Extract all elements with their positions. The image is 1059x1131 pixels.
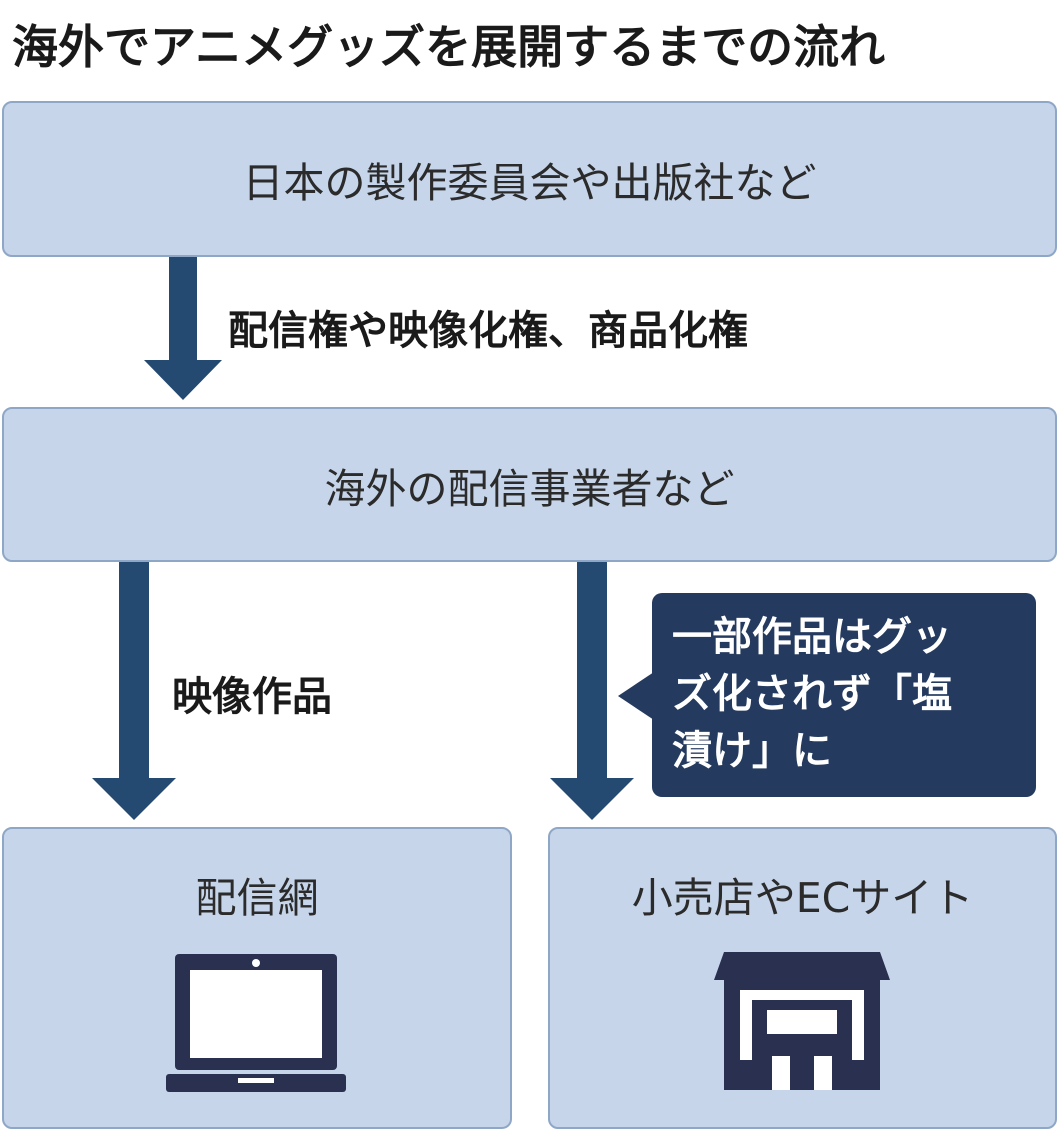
node-retail-ec-label: 小売店やECサイト	[631, 874, 974, 922]
laptop-icon	[166, 954, 346, 1092]
edge-label-video: 映像作品	[172, 674, 332, 720]
callout-line: 漬け」に	[672, 728, 832, 774]
node-distribution-network-label: 配信網	[195, 874, 319, 922]
arrow-video	[92, 562, 176, 820]
node-japanese-producers: 日本の製作委員会や出版社など	[2, 101, 1057, 257]
storefront-icon	[714, 952, 890, 1090]
callout-tail	[618, 672, 654, 720]
diagram-title: 海外でアニメグッズを展開するまでの流れ	[12, 20, 886, 74]
node-japanese-producers-label: 日本の製作委員会や出版社など	[242, 159, 817, 207]
node-overseas-distributors: 海外の配信事業者など	[2, 407, 1057, 562]
edge-label-rights: 配信権や映像化権、商品化権	[228, 308, 748, 354]
arrow-rights	[144, 257, 222, 400]
arrow-goods	[550, 562, 634, 820]
node-overseas-distributors-label: 海外の配信事業者など	[324, 464, 735, 513]
callout-line: ズ化されず「塩	[672, 671, 952, 717]
callout-unused-works: 一部作品はグッ ズ化されず「塩 漬け」に	[652, 593, 1036, 797]
callout-line: 一部作品はグッ	[672, 614, 952, 660]
